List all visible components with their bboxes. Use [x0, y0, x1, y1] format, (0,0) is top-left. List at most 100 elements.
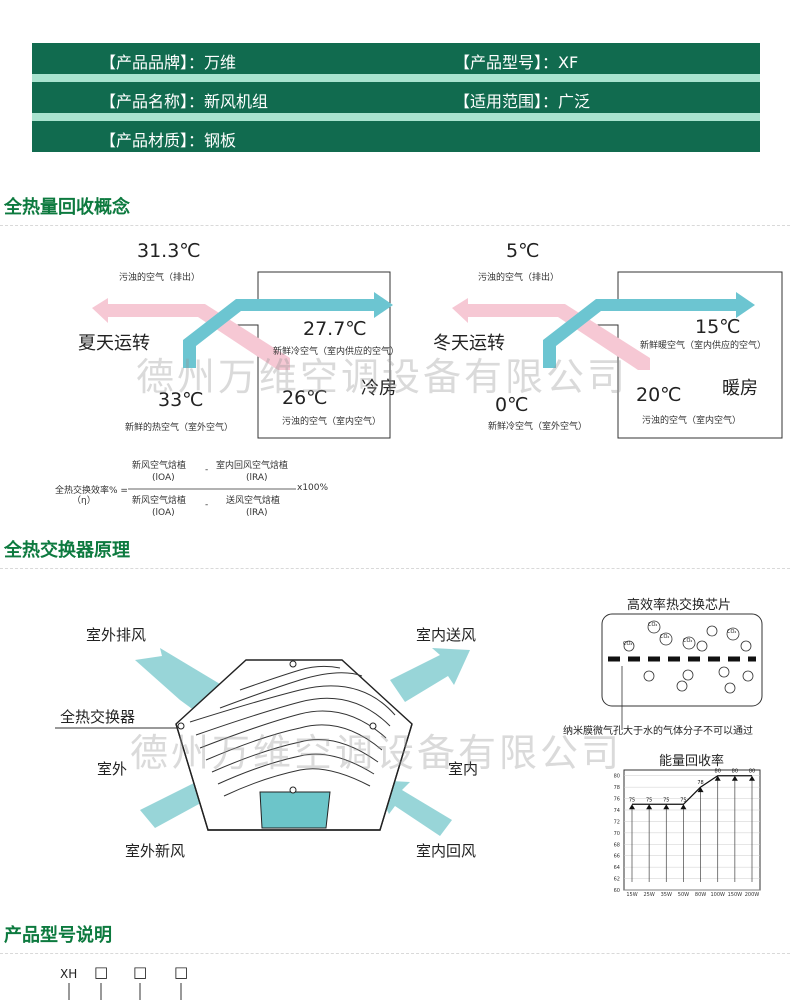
spec-brand: 【产品品牌】：万维: [100, 53, 237, 72]
formula-lhs-eta: （η）: [72, 496, 96, 506]
chart-ytick-label: 70: [614, 831, 620, 837]
model-box: □: [174, 963, 189, 981]
chip-co2: CO₂: [623, 641, 633, 647]
chart-ytick-label: 60: [614, 888, 620, 894]
chart-ytick-label: 62: [614, 877, 620, 883]
bolt-icon: [369, 722, 377, 730]
section-title-concept: 全热量回收概念: [4, 197, 130, 218]
section-divider: [0, 225, 790, 226]
exchanger-core-face: [259, 791, 331, 829]
spec-table: 【产品品牌】：万维 【产品型号】：XF 【产品名称】：新风机组 【适用范围】：广…: [32, 43, 760, 152]
chart-point: [731, 775, 738, 781]
watermark: 德州万维空调设备有限公司: [130, 731, 623, 775]
chart-xtick-label: 35W: [661, 892, 672, 898]
bolt-icon: [177, 722, 185, 730]
spec-scope: 【适用范围】：广泛: [454, 92, 591, 111]
formula-num-a-sub: (lOA): [152, 473, 175, 483]
chart-point: [714, 775, 721, 781]
winter-supply-arrow: [543, 292, 755, 368]
chart-xtick-label: 15W: [626, 892, 637, 898]
spec-divider: [32, 74, 760, 82]
label-indoor-supply: 室内送风: [416, 626, 477, 644]
winter-exhaust-temp: 5℃: [506, 240, 540, 262]
chart-point: [749, 775, 755, 781]
winter-exhaust-arrow: [452, 298, 650, 370]
chart-xtick-label: 80W: [695, 892, 706, 898]
winter-outdoor-temp: 0℃: [495, 394, 529, 416]
label-outdoor-exhaust: 室外排风: [86, 626, 147, 644]
formula-lhs: 全热交换效率% =: [55, 486, 128, 496]
chart-ytick-label: 76: [614, 797, 620, 803]
chart-xtick-label: 25W: [643, 892, 654, 898]
label-indoor: 室内: [448, 760, 479, 778]
spec-material: 【产品材质】：钢板: [100, 131, 237, 150]
label-indoor-return: 室内回风: [416, 842, 477, 860]
chart-ytick-label: 80: [614, 774, 620, 780]
winter-indoor-label: 污浊的空气（室内空气）: [642, 416, 742, 426]
summer-outdoor-label: 新鲜的热空气（室外空气）: [125, 423, 234, 433]
summer-indoor-label: 污浊的空气（室内空气）: [282, 417, 382, 427]
chart-data-label: 78: [697, 780, 703, 786]
chart-data-label: 80: [732, 769, 738, 775]
summer-indoor-temp: 26℃: [282, 387, 328, 409]
chart-series-line: [632, 775, 752, 805]
section-divider: [0, 568, 790, 569]
formula-num-b: 室内回风空气焓植: [216, 461, 289, 471]
section-title-principle: 全热交换器原理: [4, 540, 130, 561]
exchanger-plates: [189, 665, 396, 797]
chart-xtick-label: 50W: [678, 892, 689, 898]
formula-den-b-sub: (lRA): [246, 508, 268, 518]
chart-data-label: 80: [715, 769, 721, 775]
chart-point: [629, 804, 635, 810]
winter-outdoor-label: 新鲜冷空气（室外空气）: [488, 422, 588, 432]
winter-supply-temp: 15℃: [695, 316, 741, 338]
chart-data-label: 80: [749, 769, 755, 775]
spec-row-3: 【产品材质】：钢板: [32, 121, 760, 152]
summer-exhaust-temp: 31.3℃: [137, 240, 201, 262]
chart-xtick-label: 200W: [745, 892, 760, 898]
chip-co2: CO₂: [660, 634, 670, 640]
spec-name: 【产品名称】：新风机组: [100, 92, 269, 111]
chip-title: 高效率热交换芯片: [627, 598, 732, 613]
summer-room: 冷房: [361, 378, 397, 399]
formula-den-a-sub: (lOA): [152, 508, 175, 518]
chip-box: [601, 613, 763, 707]
spec-row-1: 【产品品牌】：万维 【产品型号】：XF: [32, 43, 760, 74]
chart-point: [646, 804, 653, 810]
chip-note: 纳米膜微气孔大于水的气体分子不可以通过: [563, 726, 753, 737]
formula-den-minus: -: [205, 500, 209, 510]
formula-den-b: 送风空气焓植: [226, 496, 281, 506]
chart-data-label: 75: [680, 797, 686, 803]
chip-co2: CO₂: [683, 638, 693, 644]
chart-point: [663, 804, 670, 810]
summer-supply-arrow: [183, 292, 393, 368]
chip-molecules: [623, 620, 754, 694]
chart-ytick-label: 78: [614, 785, 620, 791]
summer-outdoor-temp: 33℃: [158, 389, 204, 411]
formula-num-minus: -: [205, 465, 209, 475]
formula-times: x100%: [297, 483, 329, 493]
chart-ytick-label: 64: [614, 865, 620, 871]
chart-xtick-label: 150W: [728, 892, 743, 898]
chart-data-label: 75: [646, 797, 652, 803]
summer-season: 夏天运转: [78, 333, 150, 354]
chip-co2: CO₂: [727, 629, 737, 635]
bolt-icon: [289, 660, 297, 668]
bolt-icon: [289, 786, 297, 794]
model-box: □: [133, 963, 148, 981]
winter-indoor-temp: 20℃: [636, 384, 682, 406]
summer-supply-label: 新鲜冷空气（室内供应的空气）: [273, 347, 400, 357]
summer-exhaust-label: 污浊的空气（排出）: [119, 273, 201, 283]
chart-ytick-label: 72: [614, 819, 620, 825]
winter-supply-label: 新鲜暖空气（室内供应的空气）: [640, 341, 767, 351]
spec-model: 【产品型号】：XF: [454, 53, 579, 72]
formula-num-b-sub: (lRA): [246, 473, 268, 483]
chart-ytick-label: 74: [614, 808, 620, 814]
indoor-supply-arrow: [390, 648, 470, 702]
winter-season: 冬天运转: [433, 333, 505, 354]
chart-ytick-label: 66: [614, 854, 620, 860]
chart-ytick-label: 68: [614, 842, 620, 848]
